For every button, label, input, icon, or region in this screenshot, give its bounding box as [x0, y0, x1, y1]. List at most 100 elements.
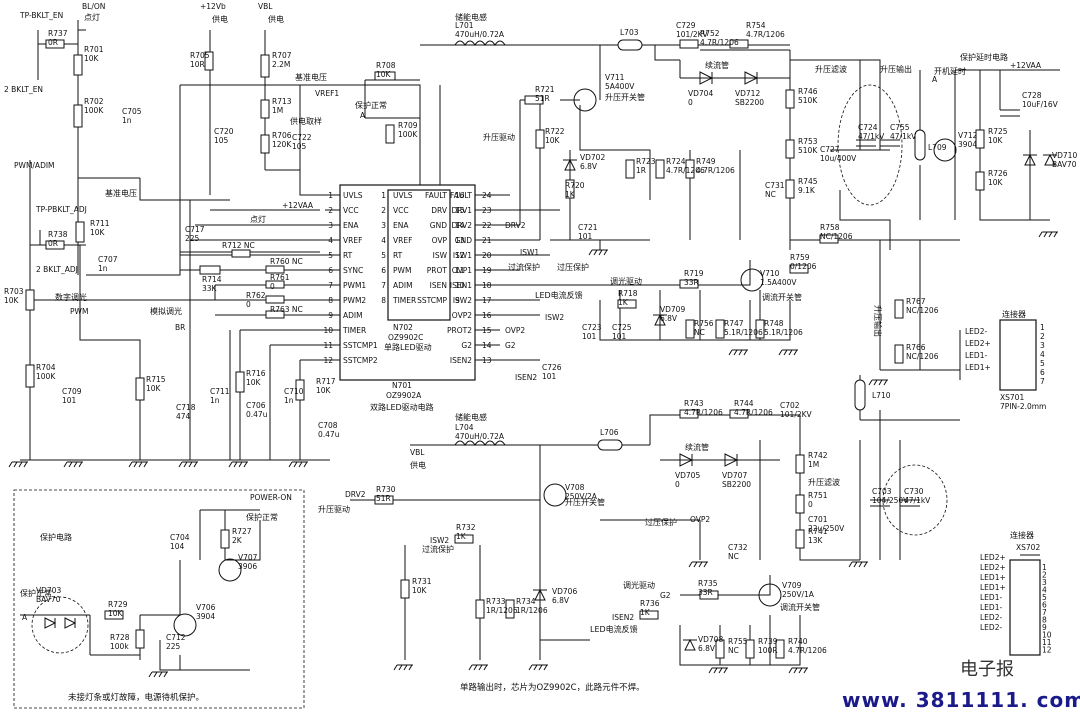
zener-VD709 — [653, 313, 667, 326]
resistor-R701 — [73, 54, 83, 76]
resistor-R712 — [231, 249, 251, 258]
part-value-R759: 0/1206 — [790, 262, 817, 271]
resistor-R715 — [135, 377, 145, 401]
xs702-pin-num: 12 — [1042, 646, 1052, 655]
xs702-led-label: LED2- — [980, 623, 1002, 632]
ic-sub-pin-name: SSTCMP — [417, 296, 447, 305]
part-designator-R704: R704 — [36, 363, 56, 372]
part-designator-R722: R722 — [545, 127, 565, 136]
part-designator-C704: C704 — [170, 533, 190, 542]
part-value-V707: 3906 — [238, 562, 257, 571]
part-designator-V707: V707 — [238, 553, 258, 562]
resistor-R717 — [295, 379, 305, 401]
part-value-R715: 10K — [146, 384, 162, 393]
part-designator-L710: L710 — [872, 391, 891, 400]
part-designator-R729: R729 — [108, 600, 128, 609]
wire-layer — [13, 20, 1060, 709]
part-value-R749: 4.7R/1206 — [696, 166, 735, 175]
part-value-C726: 101 — [542, 372, 557, 381]
part-designator-R752: R752 — [700, 29, 720, 38]
part-designator-C728: C728 — [1022, 91, 1042, 100]
ic-sub-left-pin-num: 1 — [381, 191, 386, 200]
cap-C703 — [870, 499, 890, 507]
part-designator-XS701: XS701 — [1000, 393, 1024, 402]
part-value-R738: 0R — [48, 239, 58, 248]
ic-sub-pin-name: ISW — [433, 251, 448, 260]
part-designator-VD704: VD704 — [688, 89, 713, 98]
xs701-pin-num: 3 — [1040, 341, 1045, 350]
part-designator-R715: R715 — [146, 375, 166, 384]
part-value-R701: 10K — [84, 54, 100, 63]
part-value-R732: 1K — [456, 532, 467, 541]
part-value-V710: 1.5A400V — [760, 278, 797, 287]
bottom-note: 单路输出时，芯片为OZ9902C，此路元件不焊。 — [460, 682, 645, 693]
xs701-pin-num: 1 — [1040, 323, 1045, 332]
part-designator-R730: R730 — [376, 485, 396, 494]
part-designator-R728: R728 — [110, 633, 130, 642]
pwm-adim-label: PWM/ADIM — [14, 161, 55, 170]
isw2-label-2: ISW2 — [545, 313, 564, 322]
resistor-R709 — [385, 124, 395, 144]
part-designator-C708: C708 — [318, 421, 338, 430]
ic-left-pin-num: 5 — [328, 251, 333, 260]
ic-right-pin-name: ISW1 — [453, 251, 472, 260]
part-designator-R736: R736 — [640, 599, 660, 608]
resistor-R713 — [260, 99, 270, 119]
part-value-L704: 470uH/0.72A — [455, 432, 505, 441]
diode-VD703 — [44, 617, 77, 629]
part-designator-C710: C710 — [284, 387, 304, 396]
part-designator-R734: R734 — [516, 597, 536, 606]
resistor-R735 — [699, 590, 719, 600]
ic-sub-pin-name: PROT — [427, 266, 448, 275]
part-value-C722: 105 — [292, 142, 307, 151]
resistor-R734 — [505, 599, 515, 619]
part-value-C717: 225 — [185, 234, 200, 243]
resistor-R706 — [260, 134, 270, 154]
xs701-led-label: LED1- — [965, 351, 987, 360]
part-designator-R720: R720 — [565, 181, 585, 190]
part-value-R747: 5.1R/1206 — [724, 328, 763, 337]
tiaoguang-qudong-label-2: 调光驱动 — [623, 580, 655, 590]
ground-symbol — [148, 671, 168, 678]
part-designator-R756: R756 — [694, 319, 714, 328]
part-designator-C722: C722 — [292, 133, 312, 142]
part-value-R761: 0 — [270, 282, 275, 291]
part-value-R753: 510K — [798, 146, 818, 155]
part-designator-R767: R767 — [906, 297, 926, 306]
xs702-pin-num: 4 — [1042, 586, 1047, 595]
part-value-R716: 10K — [246, 378, 262, 387]
ic-left-pin-name: RT — [343, 251, 353, 260]
part-designator-L703: L703 — [620, 28, 639, 37]
shengya-qudong-label-2: 升压驱动 — [318, 504, 350, 514]
xs702-led-label: LED1+ — [980, 583, 1006, 592]
resistor-R747 — [715, 319, 725, 339]
resistor-R723 — [625, 159, 635, 179]
part-designator-R711: R711 — [90, 219, 110, 228]
part-value-V708: 250V/2A — [565, 492, 598, 501]
pwm-label: PWM — [70, 307, 88, 316]
resistor-R716 — [235, 371, 245, 393]
isen2-label-2: ISEN2 — [515, 373, 537, 382]
xs702-pin-num: 10 — [1042, 631, 1052, 640]
shengya-kaiguan-label-2: 升压开关管 — [565, 497, 605, 507]
part-designator-R723: R723 — [636, 157, 656, 166]
ic-right-pin-num: 13 — [482, 356, 492, 365]
ic-sub-pin-name: OVP — [432, 236, 448, 245]
part-value-R720: 1K — [565, 190, 576, 199]
ic-sub-pin-num: 9 — [455, 296, 460, 305]
part-designator-R701: R701 — [84, 45, 104, 54]
part-value-C718: 474 — [176, 412, 191, 421]
ground-symbol — [588, 249, 608, 256]
label-a-3: A — [932, 75, 938, 84]
part-value-VD707: SB2200 — [722, 480, 751, 489]
resistor-R737 — [45, 39, 65, 49]
part-value-R717: 10K — [316, 386, 332, 395]
ic-right-pin-num: 22 — [482, 221, 492, 230]
part-value-R728: 100k — [110, 642, 129, 651]
ic-right-pin-num: 18 — [482, 281, 492, 290]
isw1-label: ISW1 — [520, 248, 539, 257]
xs701-pin-num: 5 — [1040, 359, 1045, 368]
ic-sub-pin-num: 16 — [455, 191, 465, 200]
ground-symbol — [528, 664, 548, 671]
shengya-chu-label: 升压输出 — [873, 305, 883, 337]
